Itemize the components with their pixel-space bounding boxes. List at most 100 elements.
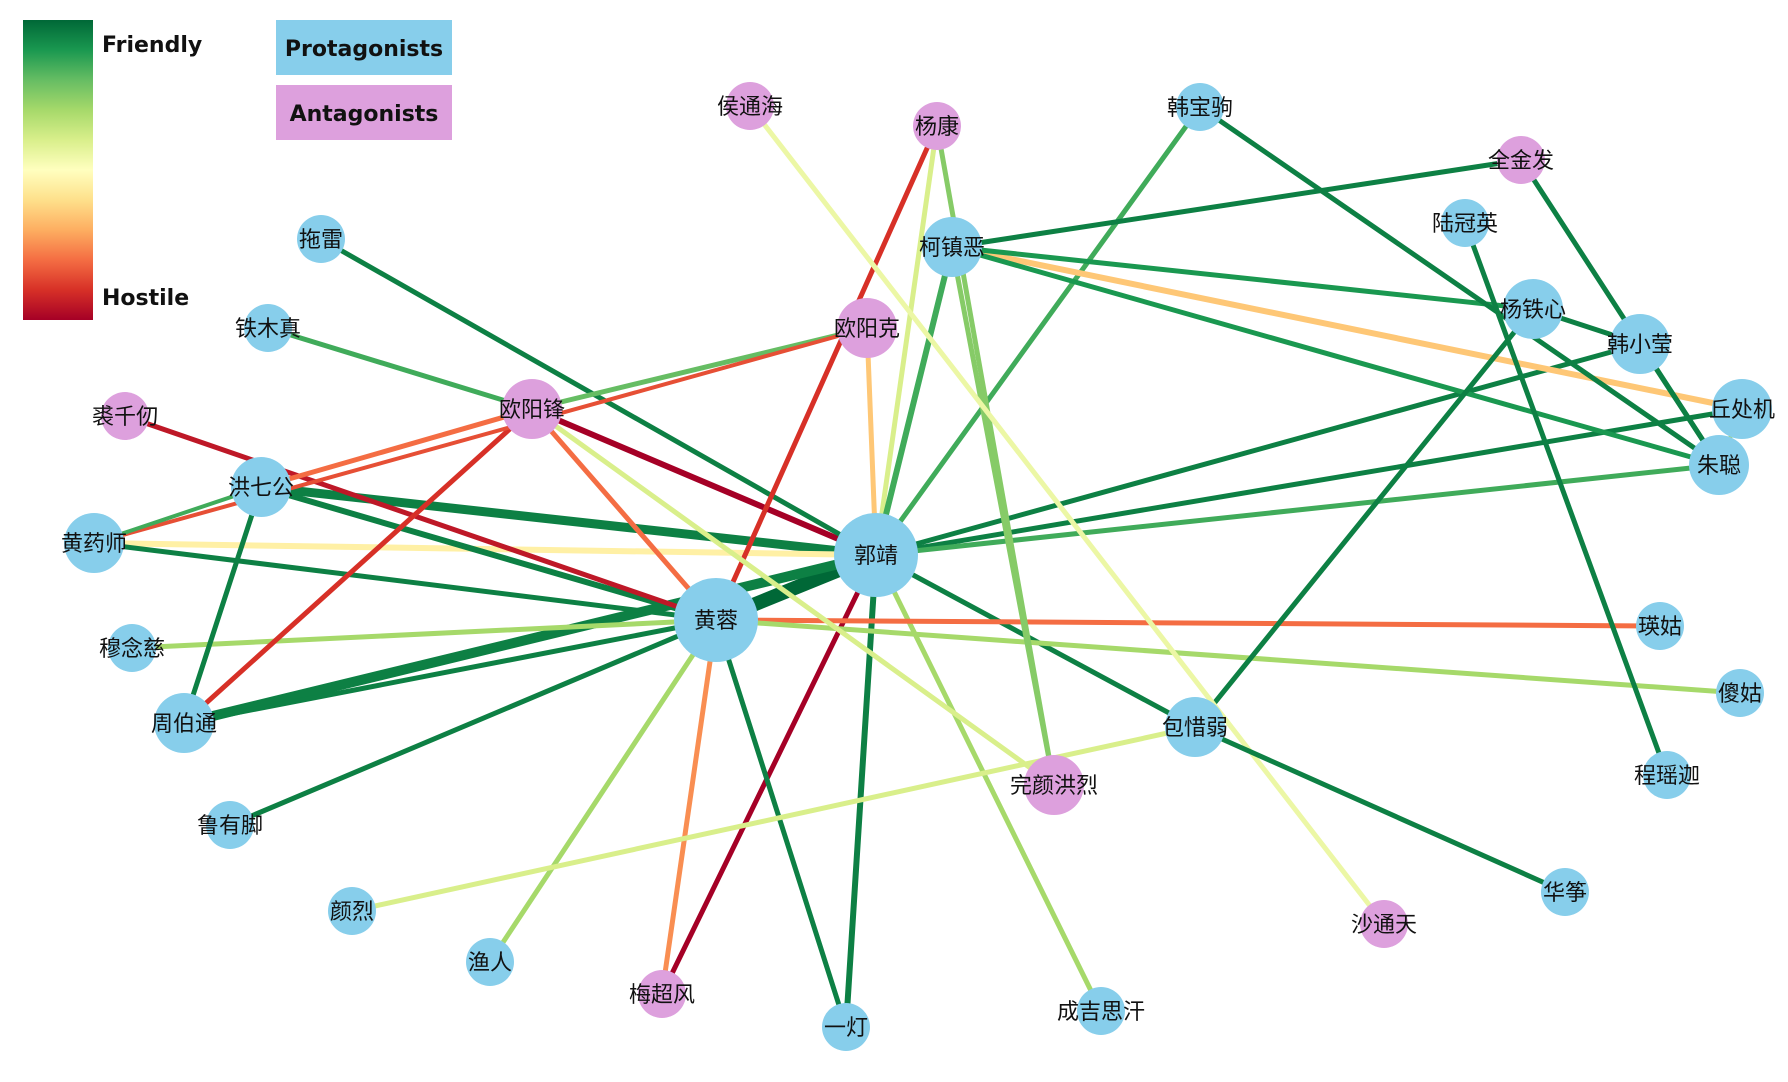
- edge-huangrong-yideng: [713, 617, 849, 1030]
- node-label-quanjinfa: 全金发: [1488, 149, 1554, 174]
- node-hanxiaoying: 韩小莹: [1607, 314, 1673, 374]
- node-chengjisihan: 成吉思汗: [1057, 987, 1145, 1035]
- node-label-kezhene: 柯镇恶: [919, 236, 985, 261]
- node-circle-houtonghai: [726, 82, 774, 130]
- antagonists-legend-label: Antagonists: [290, 102, 439, 127]
- edge-hanbaoju-zhucong: [1197, 104, 1722, 468]
- node-label-houtonghai: 侯通海: [717, 95, 783, 120]
- node-baoxiruo: 包惜弱: [1162, 697, 1228, 757]
- edge-houtonghai-shatongtian: [747, 103, 1387, 927]
- node-circle-chengjisihan: [1077, 987, 1125, 1035]
- node-circle-luguanying: [1441, 199, 1489, 247]
- edge-kezhene-zhucong: [949, 244, 1722, 468]
- node-circle-yangkang: [913, 102, 961, 150]
- node-label-shatongtian: 沙通天: [1351, 913, 1417, 938]
- node-circle-guojing: [834, 513, 918, 597]
- node-hongqigong: 洪七公: [228, 457, 294, 517]
- node-circle-tiemuzhen: [244, 304, 292, 352]
- node-yangkang: 杨康: [913, 102, 961, 150]
- edge-huangrong-munianci: [129, 617, 719, 651]
- hostile-label: Hostile: [102, 286, 189, 311]
- node-label-meichaofeng: 梅超风: [629, 983, 695, 1008]
- node-circle-huangyaoshi: [64, 513, 124, 573]
- node-label-hanxiaoying: 韩小莹: [1607, 333, 1673, 358]
- node-circle-hanxiaoying: [1610, 314, 1670, 374]
- edge-hongqigong-zhoubotong: [181, 484, 264, 726]
- node-huangyaoshi: 黄药师: [61, 513, 127, 573]
- friendly-label: Friendly: [102, 33, 202, 58]
- character-nodes: 郭靖黄蓉侯通海杨康韩宝驹全金发陆冠英拖雷柯镇恶杨铁心韩小莹铁木真欧阳克丘处机裘千…: [61, 82, 1775, 1051]
- edge-kezhene-qiuchuji: [949, 244, 1745, 412]
- node-circle-huangrong: [674, 578, 758, 662]
- edge-huangrong-yinggu: [713, 617, 1663, 629]
- edge-huangrong-qiuqianren: [122, 413, 719, 623]
- node-label-chengjisihan: 成吉思汗: [1057, 1000, 1145, 1025]
- edge-guojing-hanbaoju: [873, 104, 1203, 558]
- node-label-yinggu: 瑛姑: [1638, 615, 1682, 640]
- node-label-shagu: 傻姑: [1718, 682, 1762, 707]
- node-circle-meichaofeng: [638, 970, 686, 1018]
- node-label-tiemuzhen: 铁木真: [235, 317, 301, 342]
- node-label-ouyangke: 欧阳克: [834, 317, 900, 342]
- edge-guojing-yideng: [843, 552, 879, 1030]
- node-circle-wanyanhonglie: [1024, 755, 1084, 815]
- node-label-huangrong: 黄蓉: [694, 609, 738, 634]
- node-hanbaoju: 韩宝驹: [1167, 83, 1233, 131]
- edge-ouyangke-huangyaoshi: [92, 326, 869, 545]
- node-munianci: 穆念慈: [99, 624, 165, 672]
- node-ouyangke: 欧阳克: [834, 298, 900, 358]
- antagonists-legend-box: [276, 85, 452, 140]
- node-circle-ouyangfeng: [502, 379, 562, 439]
- node-chengyaojia: 程瑶迦: [1634, 751, 1700, 799]
- node-circle-chengyaojia: [1643, 751, 1691, 799]
- node-circle-tuolei: [297, 215, 345, 263]
- node-label-huazheng: 华筝: [1543, 881, 1587, 906]
- edge-huangrong-yangkang: [713, 123, 940, 623]
- node-circle-yangtiexin: [1503, 279, 1563, 339]
- node-qiuqianren: 裘千仞: [92, 392, 158, 440]
- node-zhoubotong: 周伯通: [151, 693, 217, 753]
- node-yideng: 一灯: [822, 1003, 870, 1051]
- node-label-huangyaoshi: 黄药师: [61, 532, 127, 557]
- node-circle-hongqigong: [231, 457, 291, 517]
- edge-luguanying-chengyaojia: [1462, 220, 1670, 778]
- node-circle-kezhene: [922, 217, 982, 277]
- node-tiemuzhen: 铁木真: [235, 304, 301, 352]
- edge-kezhene-yangtiexin: [949, 244, 1536, 312]
- node-label-zhucong: 朱聪: [1697, 454, 1741, 479]
- edge-huangrong-hongqigong: [258, 484, 719, 623]
- node-houtonghai: 侯通海: [717, 82, 783, 130]
- node-circle-yinggu: [1636, 602, 1684, 650]
- edge-yangtiexin-baoxiruo: [1192, 306, 1536, 730]
- node-yinggu: 瑛姑: [1636, 602, 1684, 650]
- node-label-hanbaoju: 韩宝驹: [1167, 96, 1233, 121]
- edge-ouyangfeng-hongqigong: [258, 406, 535, 490]
- node-circle-luyoujiao: [206, 801, 254, 849]
- node-circle-hanbaoju: [1176, 83, 1224, 131]
- edge-huangrong-meichaofeng: [659, 617, 719, 997]
- node-guojing: 郭靖: [834, 513, 918, 597]
- edge-guojing-ouyangfeng: [529, 406, 879, 558]
- edge-huangrong-zhoubotong: [181, 617, 719, 726]
- node-circle-yanlie: [328, 887, 376, 935]
- node-kezhene: 柯镇恶: [919, 217, 985, 277]
- node-label-ouyangfeng: 欧阳锋: [499, 398, 565, 423]
- node-label-luyoujiao: 鲁有脚: [197, 814, 263, 839]
- edge-kezhene-quanjinfa: [949, 157, 1524, 250]
- node-label-hongqigong: 洪七公: [228, 476, 294, 501]
- edge-huangrong-shagu: [713, 617, 1743, 696]
- node-meichaofeng: 梅超风: [629, 970, 695, 1018]
- node-label-wanyanhonglie: 完颜洪烈: [1010, 774, 1098, 799]
- node-ouyangfeng: 欧阳锋: [499, 379, 565, 439]
- relationship-edges: [91, 103, 1745, 1030]
- node-circle-baoxiruo: [1165, 697, 1225, 757]
- node-quanjinfa: 全金发: [1488, 136, 1554, 184]
- node-zhucong: 朱聪: [1689, 435, 1749, 495]
- edge-ouyangfeng-wanyanhonglie: [529, 406, 1057, 788]
- node-yanlie: 颜烈: [328, 887, 376, 935]
- node-circle-zhoubotong: [154, 693, 214, 753]
- edge-huangrong-huangyaoshi: [91, 540, 719, 623]
- node-circle-qiuchuji: [1712, 379, 1772, 439]
- edge-huangrong-yuren: [487, 617, 719, 965]
- node-luguanying: 陆冠英: [1432, 199, 1498, 247]
